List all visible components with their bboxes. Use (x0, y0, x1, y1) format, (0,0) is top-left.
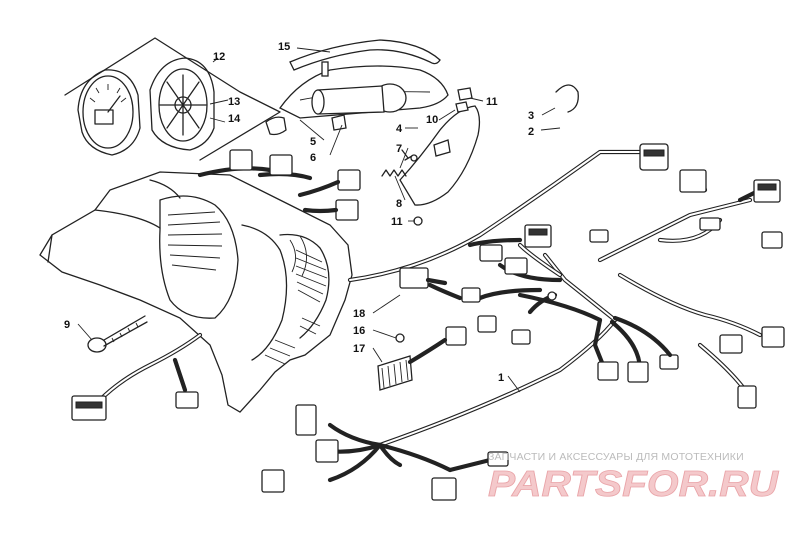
speedometer-gauge (77, 69, 141, 156)
bulb-socket (265, 114, 347, 136)
lower-connectors (261, 224, 649, 501)
callout-10: 10 (426, 114, 438, 126)
callout-2: 2 (528, 126, 534, 138)
nut-11 (413, 216, 423, 226)
spring (381, 169, 407, 177)
reflector-shell (399, 87, 481, 206)
callout-17: 17 (353, 343, 365, 355)
callout-13: 13 (228, 96, 240, 108)
retaining-clip (555, 84, 579, 113)
callout-16: 16 (353, 325, 365, 337)
callout-6: 6 (310, 152, 316, 164)
relay-module (399, 267, 448, 289)
watermark-text: ЗАПЧАСТИ И АКСЕССУАРЫ ДЛЯ МОТОТЕХНИКИ (488, 451, 744, 463)
callout-11-bottom: 11 (391, 216, 403, 228)
callout-labels: 1 2 3 4 5 6 7 8 9 10 11 11 12 13 14 15 1… (64, 41, 534, 384)
connector-group-upper-right (589, 143, 785, 409)
mounting-bolt (87, 315, 148, 353)
regulator-nut (395, 333, 405, 343)
callout-1: 1 (498, 372, 504, 384)
headlight-connectors (197, 149, 361, 221)
watermark: ЗАПЧАСТИ И АКСЕССУАРЫ ДЛЯ МОТОТЕХНИКИ PA… (488, 451, 780, 504)
callout-11-top: 11 (486, 96, 498, 108)
gauge-exploded-box (64, 37, 281, 161)
callout-14: 14 (228, 113, 241, 125)
callout-4: 4 (396, 123, 403, 135)
main-harness (347, 149, 763, 393)
visor-trim (289, 39, 441, 71)
callout-15: 15 (278, 41, 290, 53)
callout-12: 12 (213, 51, 225, 63)
callout-18: 18 (353, 308, 365, 320)
callout-9: 9 (64, 319, 70, 331)
callout-leaders (77, 47, 561, 393)
headlight-bulb (311, 83, 407, 115)
watermark-logo: PARTSFOR.RU (488, 463, 779, 504)
nut-small (410, 154, 418, 162)
callout-3: 3 (528, 110, 534, 122)
callout-7: 7 (396, 143, 402, 155)
left-harness (71, 332, 203, 421)
instrument-pod-housing (39, 171, 353, 413)
lower-harness (317, 237, 673, 483)
gauge-bezel (149, 57, 215, 151)
callout-8: 8 (396, 198, 402, 210)
callout-5: 5 (310, 136, 316, 148)
voltage-regulator (377, 337, 448, 391)
